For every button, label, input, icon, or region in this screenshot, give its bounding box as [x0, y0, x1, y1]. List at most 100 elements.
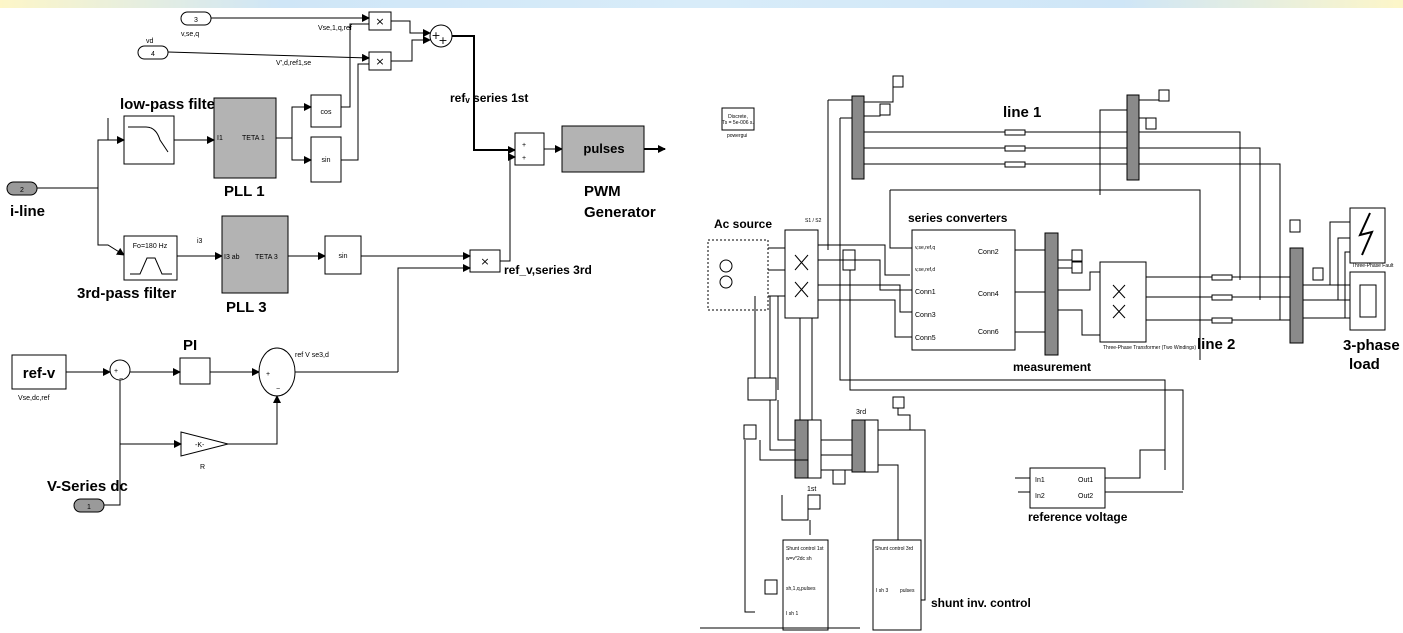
pwm-generator-block[interactable]: pulses: [561, 125, 645, 173]
measurement-block-center[interactable]: [1044, 232, 1059, 356]
product-block-top[interactable]: ×: [368, 11, 392, 31]
series-converters-label: series converters: [908, 211, 1008, 225]
i3-signal-label: i3: [197, 238, 203, 245]
three-phase-load-block[interactable]: [1349, 271, 1386, 331]
svg-text:Conn5: Conn5: [915, 335, 936, 342]
series-converters-block[interactable]: v,se,ref,q v,se,ref,d Conn1 Conn3 Conn5 …: [911, 229, 1016, 351]
transformer-block[interactable]: [784, 229, 819, 319]
svg-text:In1: In1: [1035, 477, 1045, 484]
svg-text:pulses: pulses: [900, 588, 915, 594]
pll3-block[interactable]: I3 ab TETA 3: [221, 215, 289, 294]
v-series-dc-label: V-Series dc: [47, 478, 128, 495]
svg-text:+: +: [266, 371, 270, 378]
small-block-left[interactable]: [743, 424, 757, 440]
low-pass-filter-label: low-pass filter: [120, 96, 221, 113]
reference-voltage-block[interactable]: In1 In2 Out1 Out2: [1029, 467, 1106, 509]
sin-block[interactable]: sin: [310, 136, 342, 183]
scope-top-left[interactable]: [879, 75, 904, 116]
svg-text:−: −: [119, 376, 123, 383]
line1-resistor-c[interactable]: [1004, 161, 1026, 168]
line1-label: line 1: [1003, 104, 1041, 121]
pwm-label-2: Generator: [584, 204, 656, 221]
gain-label: R: [200, 464, 205, 471]
sin3-block[interactable]: sin: [324, 235, 362, 275]
small-block-shunt1[interactable]: [764, 579, 778, 595]
svg-text:2: 2: [20, 187, 24, 194]
sum-block-top[interactable]: + +: [429, 24, 453, 48]
pll1-output: TETA 1: [242, 135, 265, 142]
measurement-block-right[interactable]: [1289, 247, 1304, 344]
pll1-block[interactable]: I1 TETA 1: [213, 97, 277, 179]
gain-block[interactable]: -K-: [180, 431, 229, 457]
svg-text:w=v*2dc sh: w=v*2dc sh: [786, 556, 812, 562]
small-block-middle[interactable]: [807, 469, 846, 510]
inport-4[interactable]: 4: [137, 45, 169, 60]
sum-block-vse3d[interactable]: + −: [258, 347, 296, 397]
first-converter-label: 1st: [807, 486, 816, 493]
svg-text:Conn1: Conn1: [915, 289, 936, 296]
line2-resistor-c[interactable]: [1211, 317, 1233, 324]
small-transformer-left[interactable]: [747, 377, 777, 401]
inport-1[interactable]: 1: [73, 498, 105, 513]
first-converter-block[interactable]: [794, 419, 822, 479]
svg-text:v,se,ref,q: v,se,ref,q: [915, 245, 935, 251]
svg-text:Shunt control 1st: Shunt control 1st: [786, 546, 824, 552]
svg-text:1: 1: [87, 504, 91, 511]
three-winding-transformer-block[interactable]: [1099, 261, 1147, 343]
svg-text:+: +: [431, 29, 440, 42]
third-converter-block[interactable]: [851, 419, 879, 473]
three-winding-label: Three-Phase Transformer (Two Windings): [1103, 345, 1196, 351]
cos-block[interactable]: cos: [310, 94, 342, 128]
measurement-block-top-left[interactable]: [851, 95, 865, 180]
inport-2[interactable]: 2: [6, 181, 38, 196]
line1-resistor-b[interactable]: [1004, 145, 1026, 152]
low-pass-filter-block[interactable]: [123, 115, 175, 165]
shunt-control-1st-block[interactable]: Shunt control 1st w=v*2dc sh sh,1,q,puls…: [782, 539, 829, 631]
svg-text:+: +: [522, 142, 526, 149]
ac-source-block[interactable]: [707, 239, 769, 311]
measurement-block-top-right[interactable]: [1126, 94, 1140, 181]
product-block-middle[interactable]: ×: [368, 51, 392, 71]
line2-resistor-a[interactable]: [1211, 274, 1233, 281]
svg-text:Conn4: Conn4: [978, 291, 999, 298]
refv-se3d-label: ref V se3,d: [295, 352, 329, 359]
transformer-label: S1 / S2: [805, 218, 822, 224]
svg-text:I3 ab: I3 ab: [224, 254, 240, 261]
small-block-top-3rd[interactable]: [892, 396, 905, 409]
vdref1se-label: V',d,ref1,se: [276, 60, 311, 67]
svg-text:Fo=180 Hz: Fo=180 Hz: [133, 243, 168, 250]
third-converter-label: 3rd: [856, 409, 866, 416]
sum-block-pwm-input[interactable]: + +: [514, 132, 545, 166]
three-phase-fault-block[interactable]: [1349, 207, 1386, 264]
shunt-control-3rd-block[interactable]: Shunt control 3rd I sh 3 pulses: [872, 539, 922, 631]
pll3-label: PLL 3: [226, 299, 267, 316]
ref-v-constant-block[interactable]: ref-v: [11, 354, 67, 390]
pi-controller-block[interactable]: [179, 357, 211, 385]
inport-3[interactable]: 3: [180, 11, 212, 26]
pi-label: PI: [183, 337, 197, 354]
top-color-band: [0, 0, 1403, 8]
svg-text:Shunt control 3rd: Shunt control 3rd: [875, 546, 913, 552]
inport-4-number: 4: [151, 51, 155, 58]
scope-center[interactable]: [1071, 249, 1083, 274]
scope-top-right[interactable]: [1145, 89, 1170, 130]
powergui-block[interactable]: Discrete, Ts = 5e-006 s.: [721, 107, 755, 131]
line2-resistor-b[interactable]: [1211, 294, 1233, 301]
line1-resistor-a[interactable]: [1004, 129, 1026, 136]
svg-text:Conn3: Conn3: [915, 312, 936, 319]
scope-right[interactable]: [1289, 219, 1324, 281]
left-control-diagram: 3 v,se,q vd 4 × × Vse,1,q,ref V',d,ref1,…: [6, 11, 666, 513]
svg-text:+: +: [114, 368, 118, 375]
svg-text:Conn6: Conn6: [978, 329, 999, 336]
refv-series-1st-label: refᵥ series 1st: [450, 91, 528, 105]
svg-text:-K-: -K-: [195, 442, 205, 449]
svg-text:×: ×: [375, 15, 384, 28]
svg-text:Out1: Out1: [1078, 477, 1093, 484]
band-pass-filter-block[interactable]: Fo=180 Hz: [123, 235, 178, 281]
svg-text:v,se,ref,d: v,se,ref,d: [915, 267, 935, 273]
svg-text:I sh 1: I sh 1: [786, 611, 798, 617]
svg-text:+: +: [522, 155, 526, 162]
sum-block-error[interactable]: + −: [109, 359, 131, 383]
product-block-3rd[interactable]: ×: [469, 249, 501, 273]
svg-text:ref-v: ref-v: [23, 365, 56, 382]
